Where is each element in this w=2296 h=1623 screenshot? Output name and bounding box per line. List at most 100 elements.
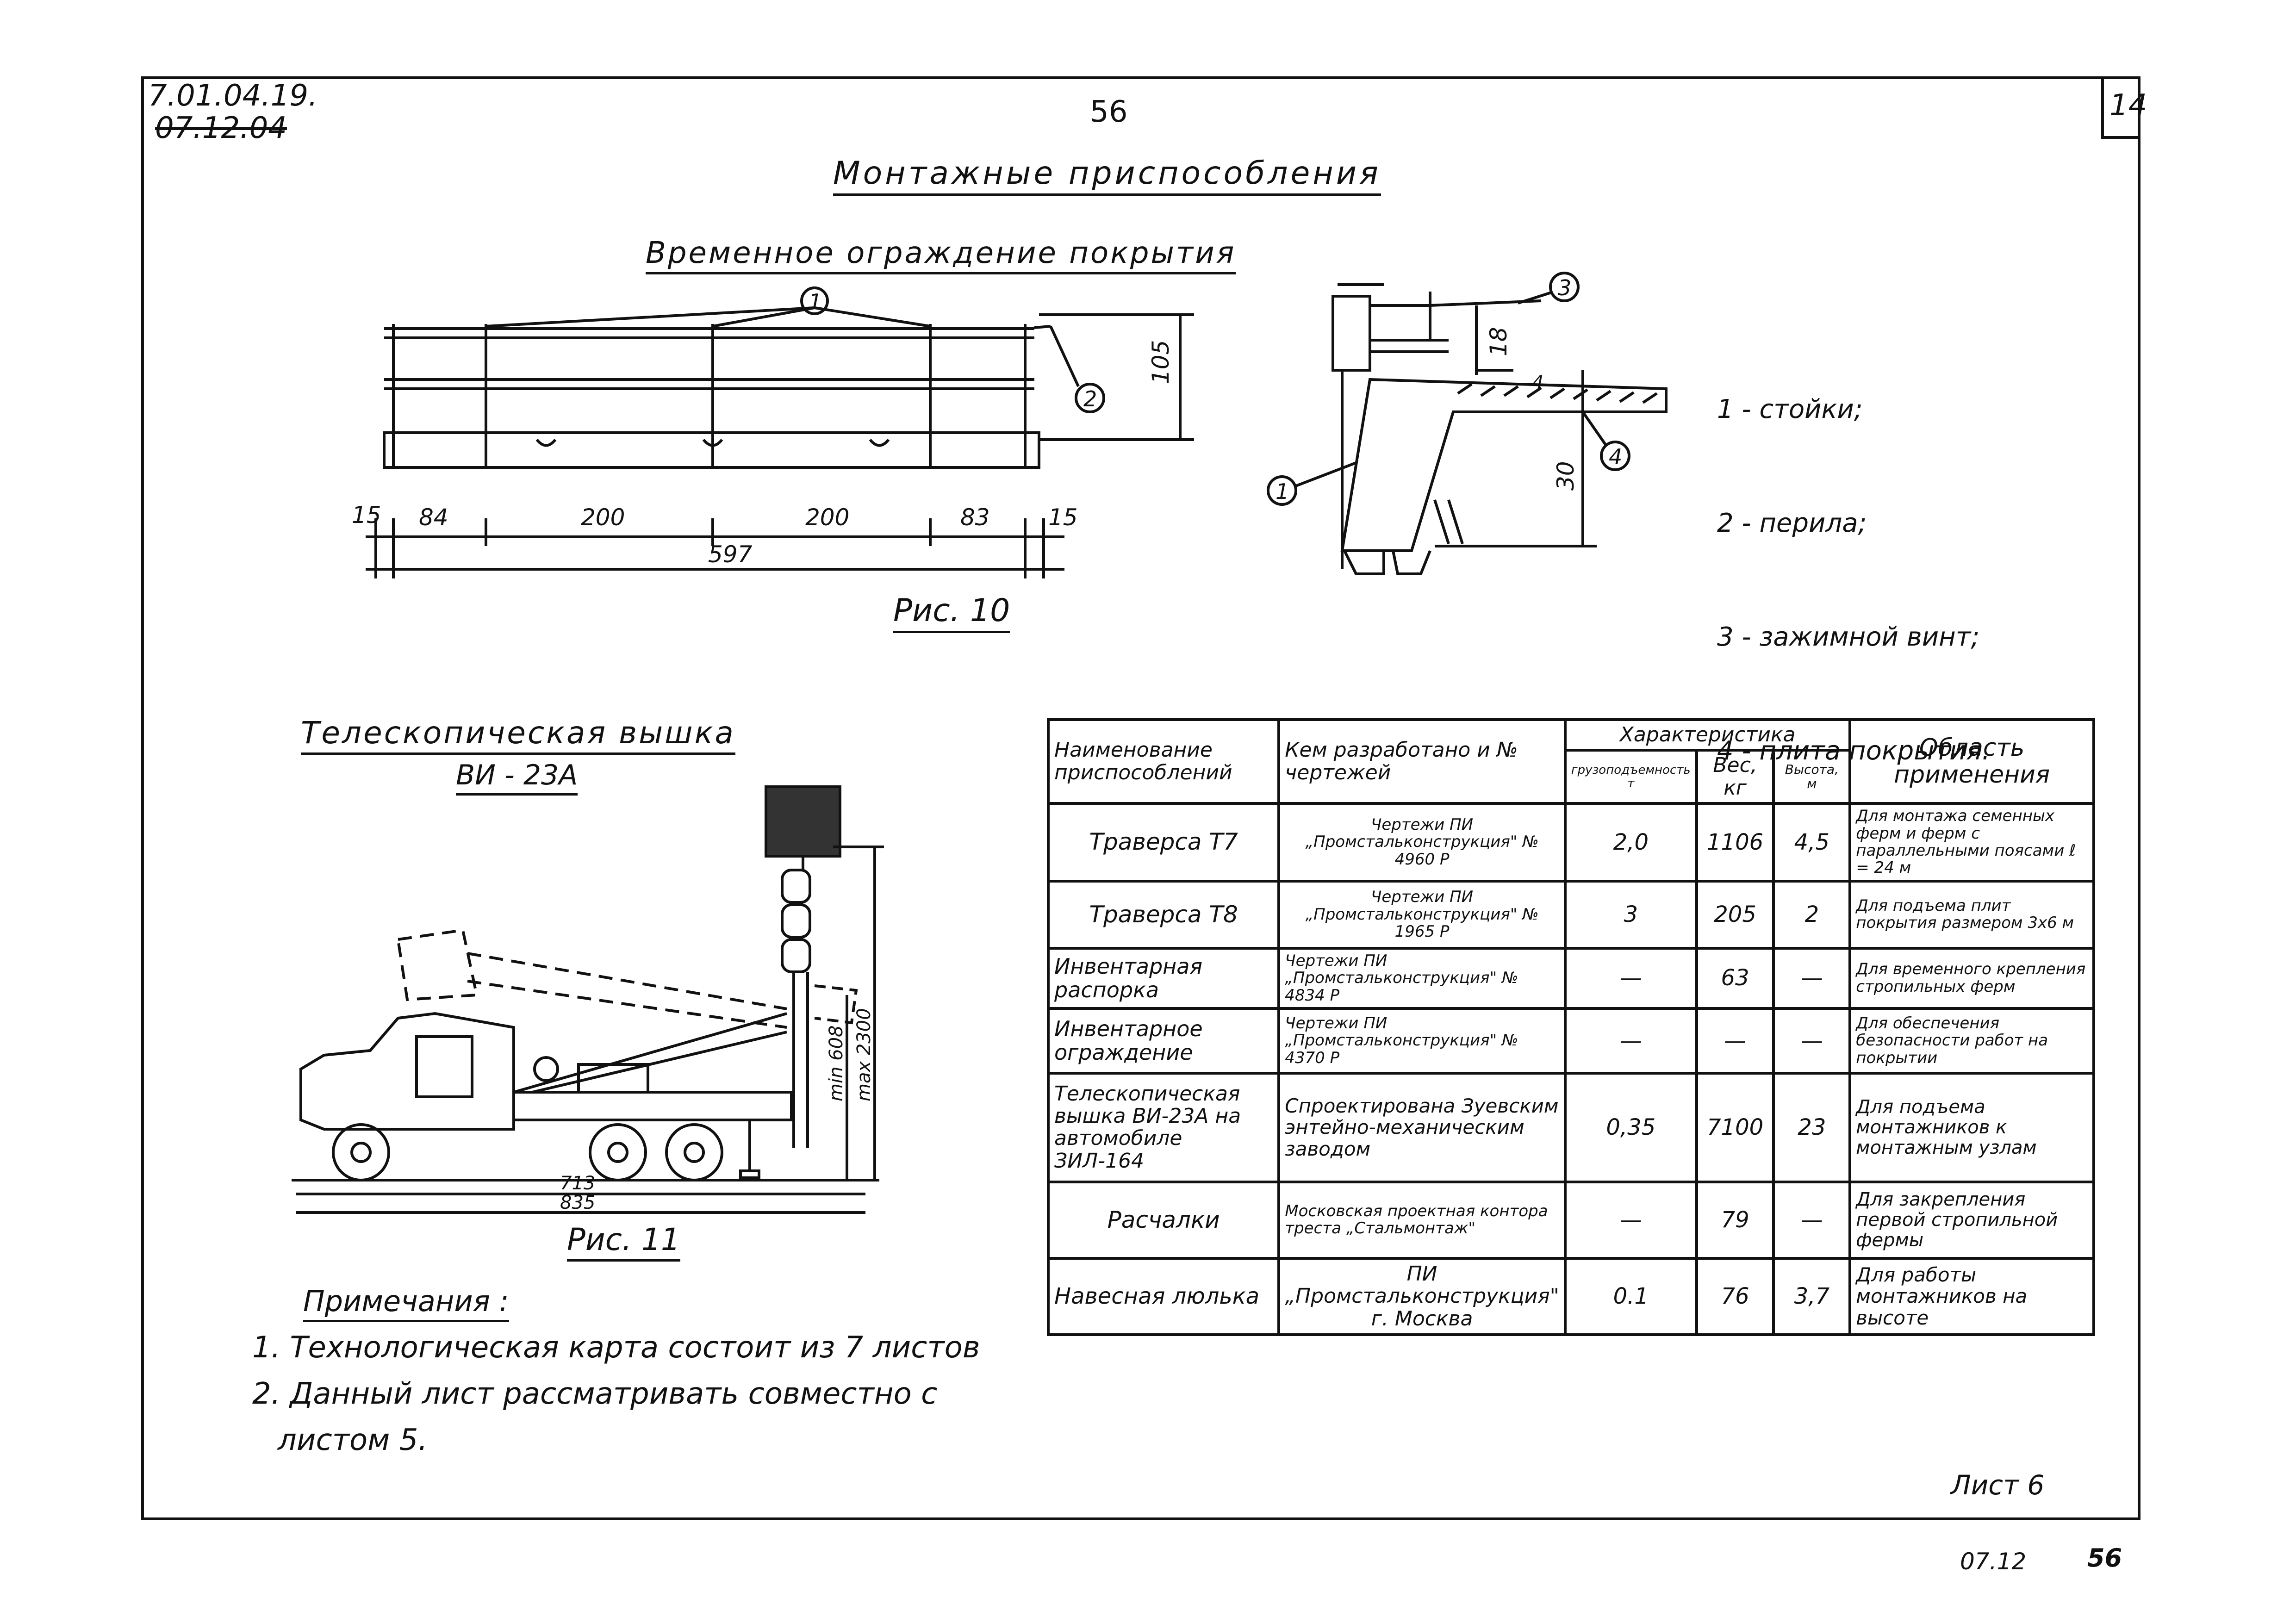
fig10-caption: Рис. 10 <box>893 592 1010 633</box>
row-name: Телескопическая вышка ВИ-23А на автомоби… <box>1046 1071 1281 1183</box>
dim-15b: 15 <box>1048 504 1078 531</box>
row-dev: Московская проектная контора треста „Ста… <box>1277 1180 1567 1260</box>
fig11-caption: Рис. 11 <box>567 1222 680 1262</box>
sheet-corner-number: 14 <box>2109 88 2147 123</box>
spec-table: Наименование приспособлений Кем разработ… <box>1046 718 2095 1336</box>
row-weight: 76 <box>1695 1256 1775 1336</box>
doc-code-2: 07.12.04 <box>155 111 287 145</box>
table-row: Навесная люлька ПИ „Промстальконструкция… <box>1046 1256 2095 1336</box>
row-dev: Чертежи ПИ „Промстальконструкция" № 4834… <box>1277 946 1567 1010</box>
table-row: Инвентарная распорка Чертежи ПИ „Промста… <box>1046 946 2095 1010</box>
row-name: Инвентарное ограждение <box>1046 1007 1281 1075</box>
fig11-dim-w1: 713 <box>560 1173 595 1194</box>
fig11-dim-hmin: min 608 <box>826 1026 847 1102</box>
row-weight: 63 <box>1695 946 1775 1010</box>
col-header-cap: грузоподъемность т <box>1563 749 1698 805</box>
row-height: 3,7 <box>1772 1256 1852 1336</box>
table-row: Траверса Т8 Чертежи ПИ „Промстальконстру… <box>1046 879 2095 950</box>
row-height: — <box>1772 1180 1852 1260</box>
callout-4: 4 <box>1609 444 1622 469</box>
table-row: Инвентарное ограждение Чертежи ПИ „Промс… <box>1046 1007 2095 1075</box>
callout-1-section: 1 <box>1276 479 1289 504</box>
col-header-name: Наименование приспособлений <box>1046 718 1281 805</box>
row-weight: — <box>1695 1007 1775 1075</box>
table-header-row: Наименование приспособлений Кем разработ… <box>1046 718 2095 805</box>
table-row: Расчалки Московская проектная контора тр… <box>1046 1180 2095 1260</box>
legend-item-1: 1 - стойки; <box>1717 394 1863 424</box>
row-cap: — <box>1563 1180 1698 1260</box>
row-dev: Чертежи ПИ „Промстальконструкция" № 1965… <box>1277 879 1567 950</box>
fig10-title: Временное ограждение покрытия <box>646 236 1236 274</box>
row-cap: — <box>1563 946 1698 1010</box>
drawing-frame <box>141 76 2140 1520</box>
col-header-area: Область применения <box>1848 718 2095 805</box>
dim-200a: 200 <box>581 504 625 531</box>
row-cap: 0.1 <box>1563 1256 1698 1336</box>
row-cap: 3 <box>1563 879 1698 950</box>
callout-2: 2 <box>1083 386 1097 411</box>
row-area: Для подъема плит покрытия размером 3х6 м <box>1848 879 2095 950</box>
note-3: листом 5. <box>278 1423 428 1457</box>
note-2: 2. Данный лист рассматривать совместно с <box>252 1377 938 1411</box>
page-number: 56 <box>1090 95 1128 129</box>
legend-item-2: 2 - перила; <box>1717 508 1867 538</box>
dim-84: 84 <box>419 504 448 531</box>
row-area: Для обеспечения безопасности работ на по… <box>1848 1007 2095 1075</box>
dim-15a: 15 <box>352 502 381 529</box>
row-height: — <box>1772 946 1852 1010</box>
row-cap: 2,0 <box>1563 802 1698 883</box>
dim-gap: 4 <box>1532 372 1543 393</box>
row-height: 2 <box>1772 879 1852 950</box>
dim-83: 83 <box>960 504 990 531</box>
table-row: Телескопическая вышка ВИ-23А на автомоби… <box>1046 1071 2095 1183</box>
row-name: Навесная люлька <box>1046 1256 1281 1336</box>
row-cap: 0,35 <box>1563 1071 1698 1183</box>
dim-200b: 200 <box>805 504 849 531</box>
fig11-model: ВИ - 23А <box>456 759 578 796</box>
row-area: Для подъема монтажников к монтажным узла… <box>1848 1071 2095 1183</box>
col-header-height: Высота, м <box>1772 749 1852 805</box>
sheet-label: Лист 6 <box>1951 1469 2045 1501</box>
table-row: Траверса Т7 Чертежи ПИ „Промстальконстру… <box>1046 802 2095 883</box>
col-header-dev: Кем разработано и № чертежей <box>1277 718 1567 805</box>
footer-page: 56 <box>2087 1543 2122 1573</box>
row-name: Траверса Т8 <box>1046 879 1281 950</box>
dim-height: 105 <box>1147 340 1174 384</box>
notes-heading: Примечания : <box>303 1284 509 1322</box>
row-height: — <box>1772 1007 1852 1075</box>
table-subheader-row: грузоподъемность т Вес, кг Высота, м <box>1048 749 2094 805</box>
dim-post: 18 <box>1485 327 1512 356</box>
doc-code-1: 7.01.04.19. <box>148 79 318 113</box>
row-dev: Чертежи ПИ „Промстальконструкция" № 4370… <box>1277 1007 1567 1075</box>
footer-code: 07.12 <box>1960 1548 2027 1575</box>
fig11-title: Телескопическая вышка <box>301 715 735 755</box>
row-height: 4,5 <box>1772 802 1852 883</box>
row-dev: ПИ „Промстальконструкция" г. Москва <box>1277 1256 1567 1336</box>
callout-3: 3 <box>1558 275 1571 300</box>
note-1: 1. Технологическая карта состоит из 7 ли… <box>252 1331 980 1365</box>
row-area: Для монтажа семенных ферм и ферм с парал… <box>1848 802 2095 883</box>
col-header-char: Характеристика <box>1563 718 1852 752</box>
row-weight: 79 <box>1695 1180 1775 1260</box>
row-height: 23 <box>1772 1071 1852 1183</box>
row-area: Для работы монтажников на высоте <box>1848 1256 2095 1336</box>
callout-1: 1 <box>809 289 822 314</box>
row-dev: Спроектирована Зуевским энтейно-механиче… <box>1277 1071 1567 1183</box>
row-cap: — <box>1563 1007 1698 1075</box>
row-weight: 205 <box>1695 879 1775 950</box>
fig11-dim-hmax: max 2300 <box>853 1008 875 1101</box>
row-name: Расчалки <box>1046 1180 1281 1260</box>
fig11-dim-w2: 835 <box>560 1192 595 1213</box>
dim-total: 597 <box>708 541 753 568</box>
row-area: Для закрепления первой стропильной фермы <box>1848 1180 2095 1260</box>
row-weight: 1106 <box>1695 802 1775 883</box>
page-title: Монтажные приспособления <box>833 155 1381 196</box>
col-header-weight: Вес, кг <box>1695 749 1775 805</box>
row-weight: 7100 <box>1695 1071 1775 1183</box>
row-name: Траверса Т7 <box>1046 802 1281 883</box>
dim-slab: 30 <box>1552 461 1579 491</box>
row-area: Для временного крепления стропильных фер… <box>1848 946 2095 1010</box>
legend-item-3: 3 - зажимной винт; <box>1717 622 1980 652</box>
row-dev: Чертежи ПИ „Промстальконструкция" № 4960… <box>1277 802 1567 883</box>
